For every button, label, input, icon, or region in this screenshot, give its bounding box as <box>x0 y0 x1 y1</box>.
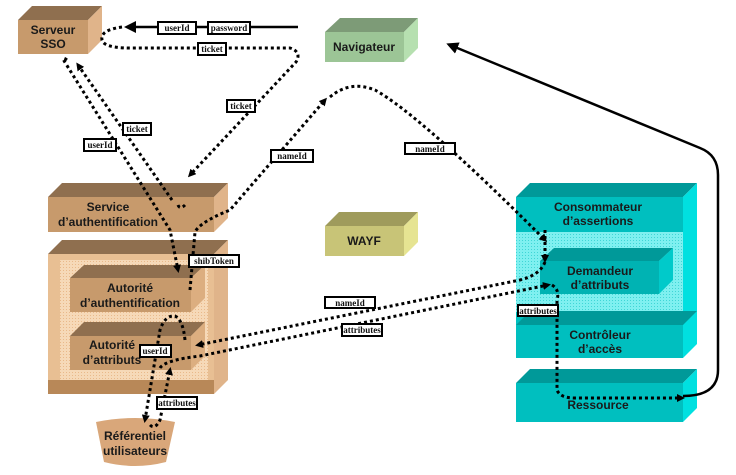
resource-response-arrow <box>446 42 720 398</box>
nameid-to-sp-flow <box>329 84 548 243</box>
svg-text:nameId: nameId <box>277 151 307 161</box>
attributes-response-flow <box>158 282 551 369</box>
navigateur-label: Navigateur <box>333 40 395 54</box>
service-authentification-box: Service d’authentification <box>48 183 228 232</box>
service-auth-label-2: d’authentification <box>58 215 158 229</box>
loop-flow <box>176 203 187 209</box>
autorite-auth-label-1: Autorité <box>107 281 153 295</box>
autorite-attr-label-2: d’attributs <box>83 353 142 367</box>
svg-text:userId: userId <box>164 23 189 33</box>
svg-text:ticket: ticket <box>126 124 148 134</box>
tag-attributes-lower: attributes <box>341 323 383 337</box>
demandeur-label-2: d’attributs <box>571 278 630 292</box>
attributes-ref-flow <box>148 367 173 429</box>
userid-query-flow <box>141 314 187 423</box>
nameid-to-browser-flow <box>188 97 327 291</box>
tag-attributes-ref: attributes <box>156 396 198 410</box>
userid-flow <box>61 56 181 273</box>
service-auth-label-1: Service <box>87 200 130 214</box>
serveur-sso-box: Serveur SSO <box>18 6 102 54</box>
svg-text:attributes: attributes <box>519 306 557 316</box>
tag-ticket-top: ticket <box>197 42 227 56</box>
referentiel-label-2: utilisateurs <box>103 444 167 458</box>
serveur-sso-label-2: SSO <box>40 37 65 51</box>
svg-text:userId: userId <box>87 140 112 150</box>
tag-userid-top: userId <box>157 21 197 35</box>
tag-attributes-sp: attributes <box>517 304 559 317</box>
autorite-authentification-box: Autorité d’authentification <box>70 265 205 312</box>
svg-text:shibToken: shibToken <box>194 256 234 266</box>
ressource-label: Ressource <box>567 398 629 412</box>
controleur-acces-box: Contrôleur d’accès <box>516 311 697 358</box>
autorite-attributs-box: Autorité d’attributs <box>70 322 205 370</box>
referentiel-label-1: Référentiel <box>104 429 166 443</box>
wayf-label: WAYF <box>347 234 381 248</box>
svg-text:nameId: nameId <box>335 298 365 308</box>
tag-nameid-lower: nameId <box>324 296 376 309</box>
serveur-sso-label-1: Serveur <box>31 23 76 37</box>
ressource-box: Ressource <box>516 369 697 422</box>
tag-userid-attr: userId <box>139 344 172 358</box>
controleur-label-2: d’accès <box>578 342 622 356</box>
demandeur-label-1: Demandeur <box>567 264 633 278</box>
tag-shibtoken: shibToken <box>188 254 240 268</box>
tag-ticket-mid: ticket <box>226 99 256 113</box>
tag-userid-left: userId <box>83 138 117 152</box>
tag-password-top: password <box>207 21 251 35</box>
nameid-query-flow <box>195 261 547 348</box>
svg-text:password: password <box>211 23 248 33</box>
svg-text:ticket: ticket <box>230 101 252 111</box>
autorite-auth-label-2: d’authentification <box>80 296 180 310</box>
controleur-label-1: Contrôleur <box>569 328 631 342</box>
svg-text:nameId: nameId <box>415 144 445 154</box>
svg-text:attributes: attributes <box>343 325 381 335</box>
wayf-box: WAYF <box>325 212 418 256</box>
svg-text:userId: userId <box>142 346 167 356</box>
referentiel-utilisateurs: Référentiel utilisateurs <box>96 418 175 466</box>
svg-text:ticket: ticket <box>201 44 223 54</box>
tag-nameid-mid: nameId <box>270 149 314 163</box>
consommateur-label-2: d’assertions <box>563 214 634 228</box>
attributes-to-resource-flow <box>551 283 685 402</box>
navigateur-box: Navigateur <box>325 18 418 62</box>
tag-ticket-left: ticket <box>122 122 152 136</box>
svg-text:attributes: attributes <box>158 398 196 408</box>
autorite-attr-label-1: Autorité <box>89 338 135 352</box>
demandeur-attributs-box: Demandeur d’attributs <box>540 248 673 294</box>
consommateur-label-1: Consommateur <box>554 200 642 214</box>
tag-nameid-right: nameId <box>404 142 456 155</box>
